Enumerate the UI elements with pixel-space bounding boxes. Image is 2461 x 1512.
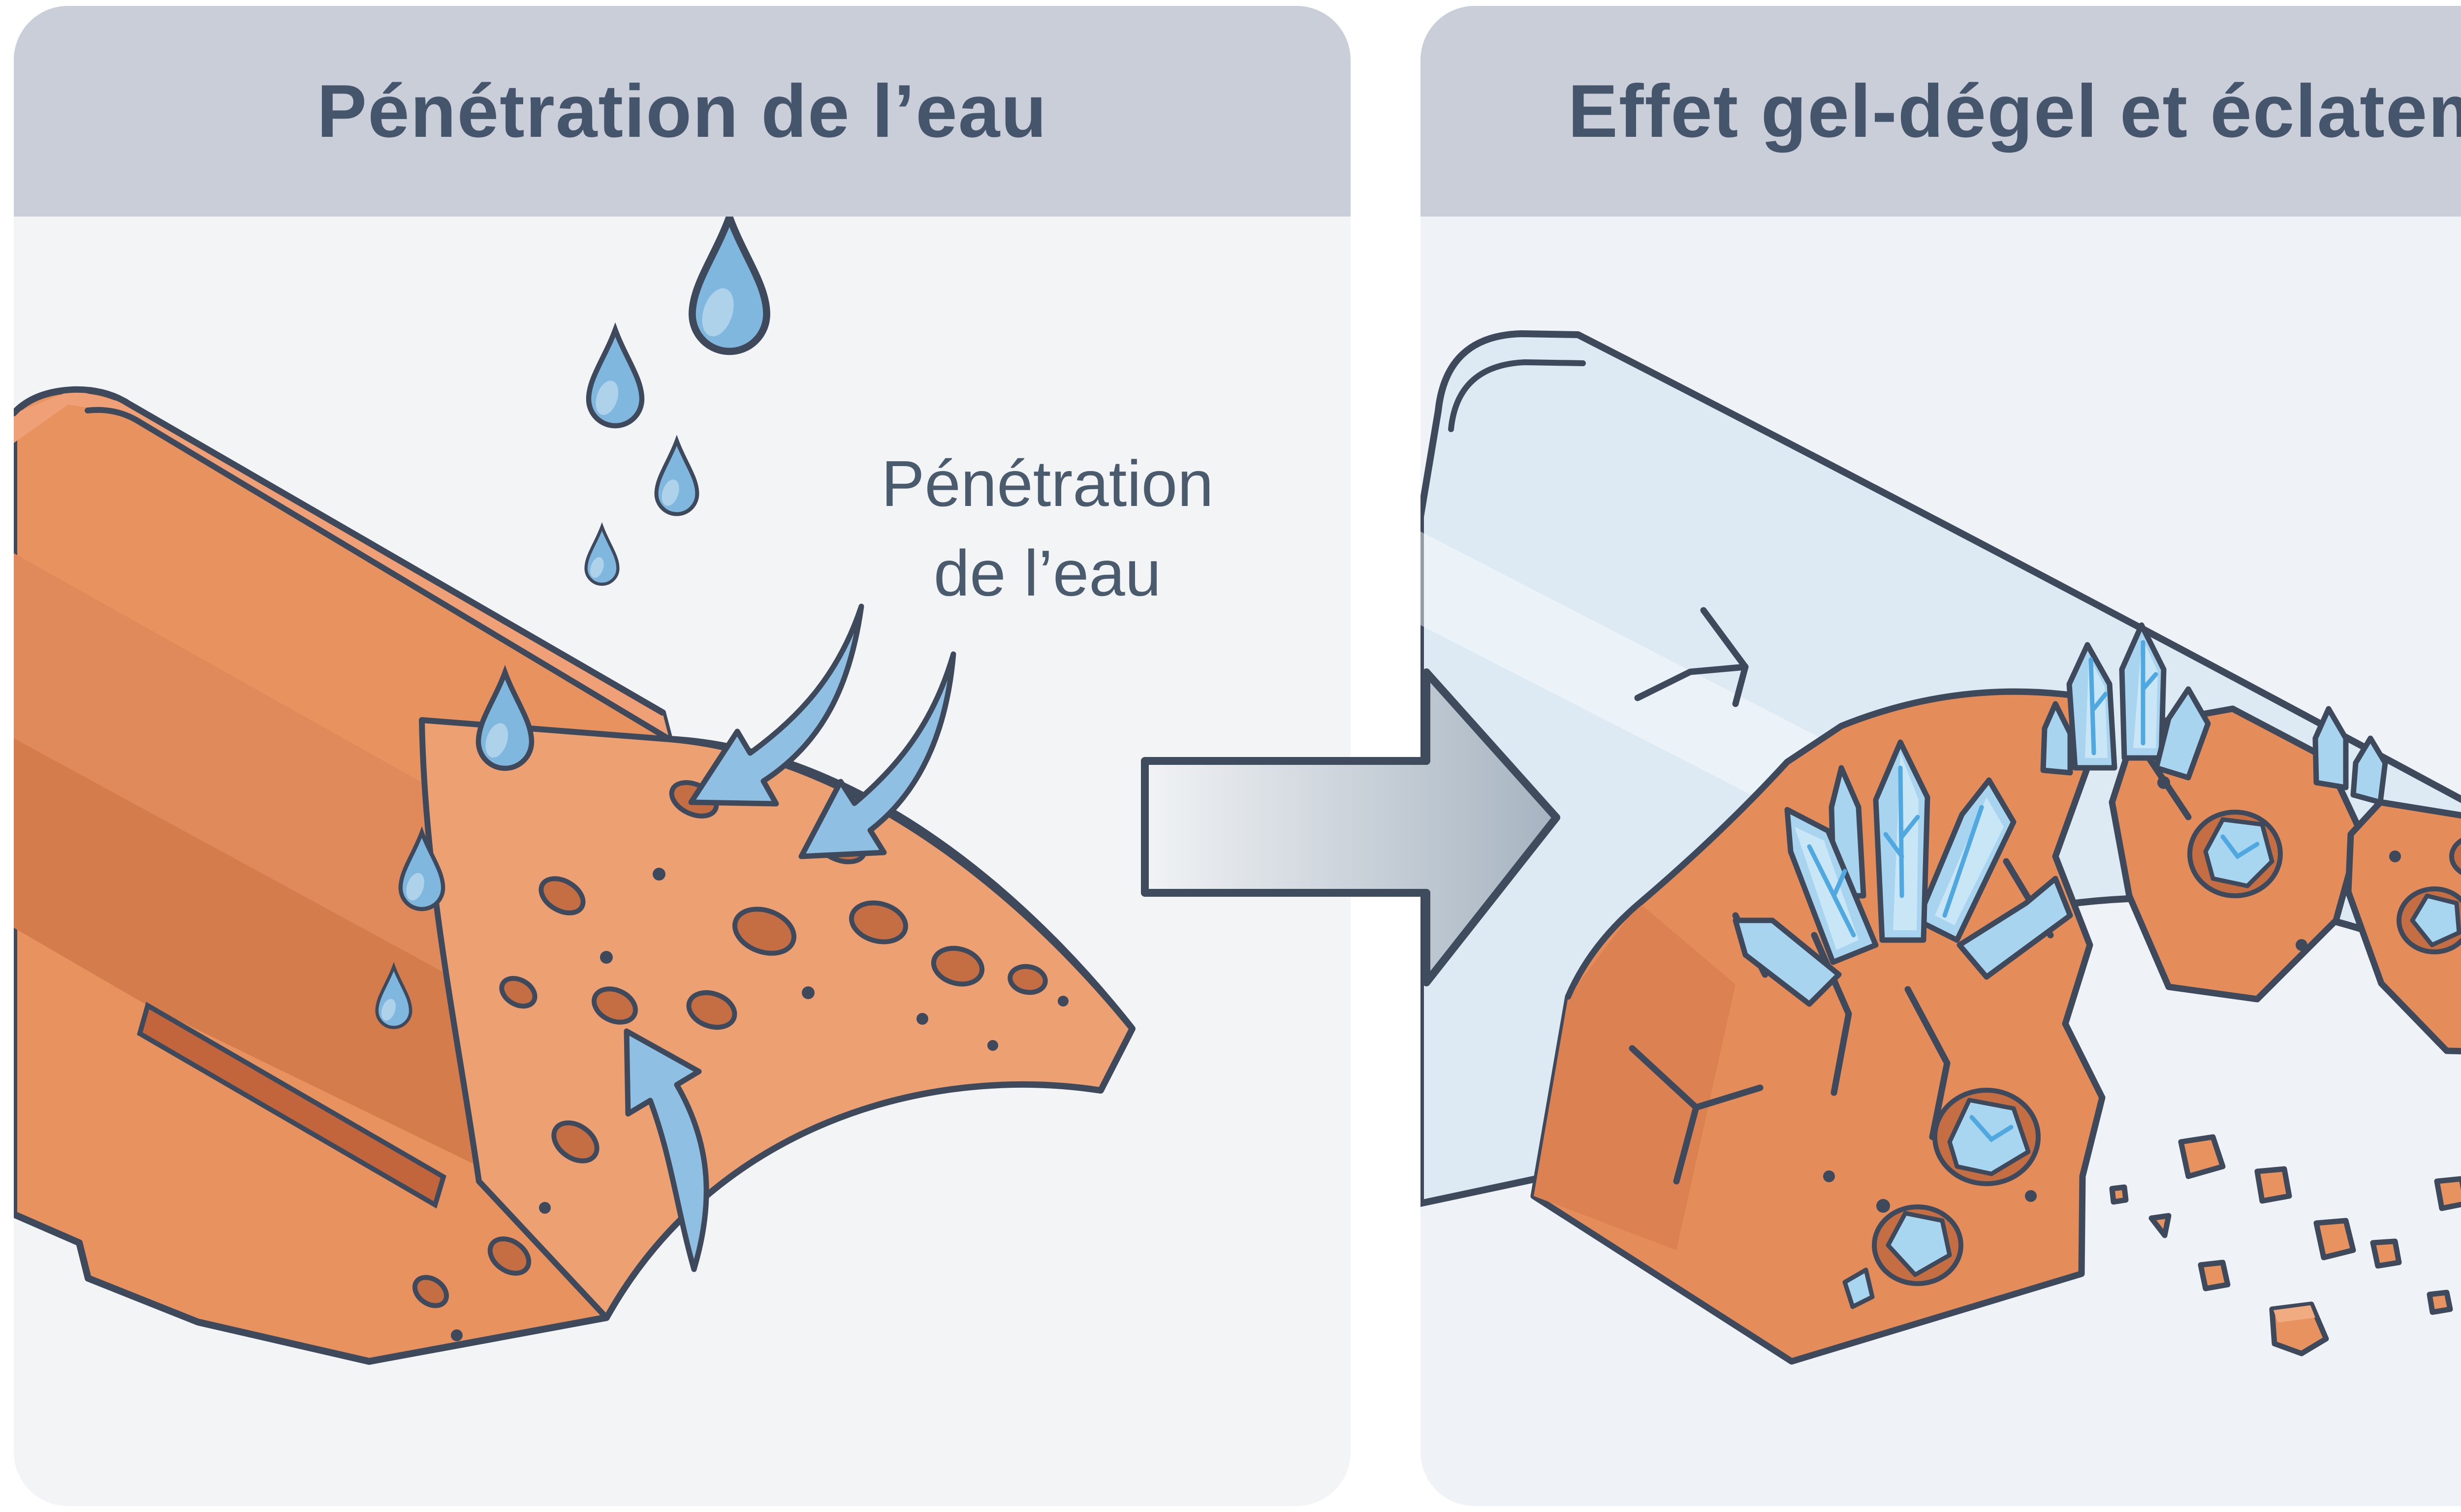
ice-crystal-cluster-small xyxy=(2312,706,2388,805)
chunk-shading xyxy=(1534,903,1735,1250)
ice-crystal-cluster-top xyxy=(2040,622,2211,781)
water-droplet-icon xyxy=(657,441,697,514)
debris-fragment xyxy=(2148,1213,2172,1238)
tile-shading-mid xyxy=(14,553,453,977)
water-droplet-icon xyxy=(586,527,618,584)
ice-crystal-icon xyxy=(2350,735,2388,805)
panel-header-right: Effet gel-dégel et éclatement xyxy=(1420,6,2461,217)
tile-lip-line xyxy=(85,407,672,742)
debris-fragments xyxy=(2109,1134,2461,1356)
page-title-right: Effet gel-dégel et éclatement xyxy=(1568,69,2461,153)
roof-tile-illustration xyxy=(14,217,1136,1365)
frozen-tile-illustration xyxy=(1420,330,2461,1365)
ice-filled-pores xyxy=(1823,1088,2041,1309)
water-penetration-label-line2: de l’eau xyxy=(933,537,1162,609)
debris-fragment xyxy=(2313,1218,2356,1260)
tail-pores xyxy=(2389,838,2461,954)
penetration-arrow-icon xyxy=(798,651,956,859)
ice-crystal-icon xyxy=(1956,876,2073,980)
ice-crystal-icon xyxy=(2312,706,2349,790)
tile-cross-section xyxy=(419,717,1135,1321)
page-title: Pénétration de l’eau xyxy=(316,69,1048,153)
panel-freeze-thaw: Effet gel-dégel et éclatement xyxy=(1420,6,2461,1506)
crack-line xyxy=(1693,1084,1764,1111)
debris-fragment xyxy=(2178,1134,2226,1179)
debris-fragment xyxy=(2427,1290,2453,1315)
penetration-arrow-icon xyxy=(624,1028,709,1272)
crack-line xyxy=(1634,663,1749,701)
debris-fragment xyxy=(2370,1238,2402,1269)
debris-fragment xyxy=(2254,1166,2292,1204)
debris-fragment xyxy=(2434,1176,2461,1211)
chunk-edge-line xyxy=(1565,900,1642,1000)
penetration-arrow-icon xyxy=(688,603,864,807)
ice-crystal-cluster-large xyxy=(1733,739,2073,1007)
ice-crystal-icon xyxy=(2153,686,2211,781)
tile-ridge-line xyxy=(14,386,665,716)
water-penetration-label: Pénétration de l’eau xyxy=(752,439,1343,618)
panel-water-penetration: Pénétration de l’eau xyxy=(14,6,1351,1506)
debris-fragment xyxy=(2109,1184,2129,1205)
crack-line xyxy=(1904,986,1951,1140)
water-droplet-icon xyxy=(589,330,642,426)
tile-shading-dark xyxy=(14,738,479,1166)
debris-fragment xyxy=(2198,1260,2231,1292)
water-droplet-icon xyxy=(692,217,766,351)
panel-body-left: Pénétration de l’eau xyxy=(14,217,1351,1506)
falling-droplets xyxy=(586,217,767,584)
ice-crystal-icon xyxy=(2040,701,2073,776)
ice-crystal-icon xyxy=(1733,917,1842,1007)
panel-header-left: Pénétration de l’eau xyxy=(14,6,1351,217)
ice-cracks xyxy=(1634,607,1749,707)
water-penetration-label-line1: Pénétration xyxy=(881,447,1214,520)
ice-slab-inner-line xyxy=(1448,359,1586,432)
panel-body-right xyxy=(1420,217,2461,1506)
penetration-arrows xyxy=(624,603,956,1272)
tile-groove xyxy=(137,1002,446,1209)
